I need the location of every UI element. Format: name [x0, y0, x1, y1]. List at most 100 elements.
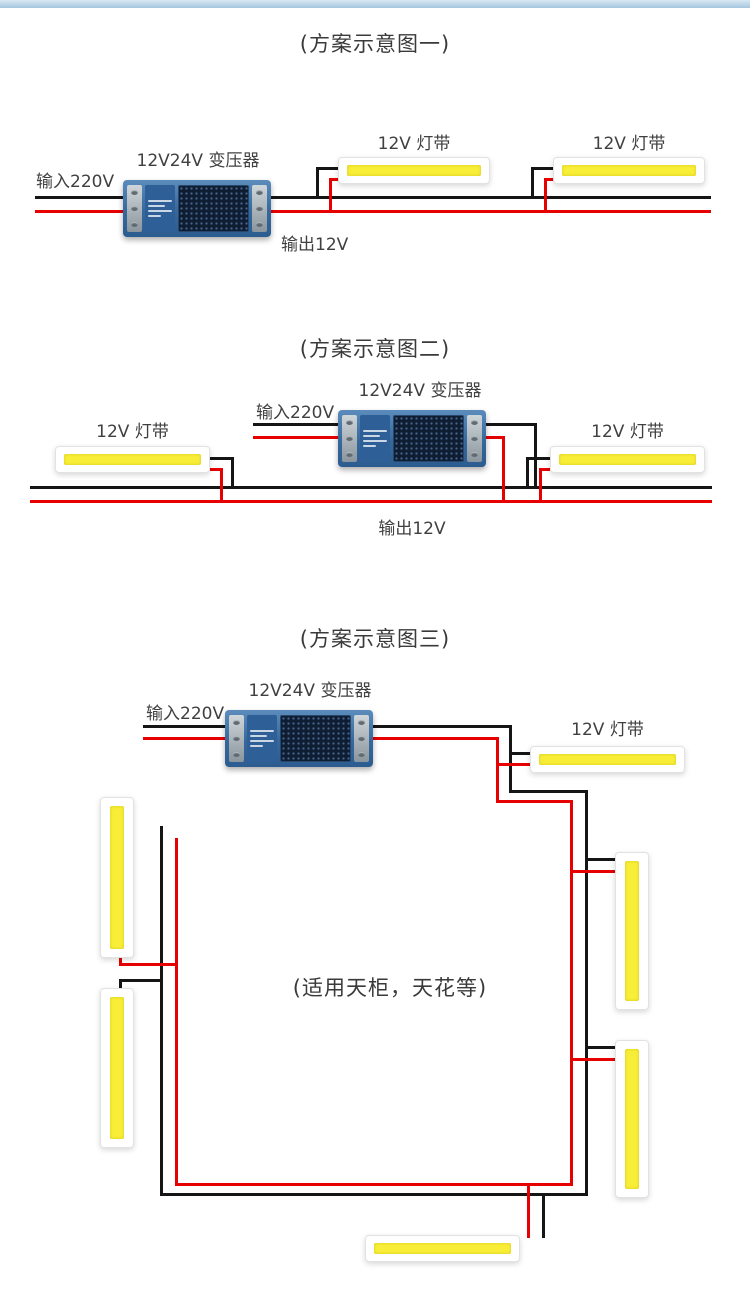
label-sticker-icon — [247, 715, 277, 762]
scheme1-strip1-label: 12V 灯带 — [377, 134, 451, 154]
vent-mesh-icon — [393, 415, 464, 462]
transformer — [123, 180, 271, 237]
wire-segment-black — [585, 1046, 618, 1049]
scheme3-input-label: 输入220V — [146, 704, 225, 724]
wire-segment-black — [531, 167, 534, 199]
wire-segment-black — [585, 858, 618, 861]
wire-segment-black — [231, 457, 234, 489]
wire-segment-red — [35, 210, 711, 213]
transformer — [338, 410, 486, 467]
wire-segment-black — [509, 790, 588, 793]
led-strip — [338, 157, 490, 184]
wire-segment-red — [544, 178, 547, 213]
wire-segment-red — [544, 178, 556, 181]
wire-segment-black — [531, 167, 555, 170]
scheme3-usage-note: (适用天柜，天花等) — [292, 976, 488, 1000]
wire-segment-red — [210, 468, 223, 471]
wire-segment-black — [210, 457, 234, 460]
scheme3-title: (方案示意图三) — [299, 627, 451, 651]
wire-segment-red — [373, 737, 499, 740]
led-strip-core — [562, 165, 696, 176]
led-strip-core — [625, 1049, 639, 1189]
label-sticker-icon — [360, 415, 390, 462]
scheme1-title: (方案示意图一) — [299, 32, 451, 56]
wire-segment-red — [253, 436, 340, 439]
wire-segment-red — [539, 468, 542, 503]
transformer — [225, 710, 373, 767]
led-strip-core — [539, 754, 676, 765]
wire-segment-red — [570, 870, 618, 873]
wire-segment-black — [30, 486, 712, 489]
led-strip — [100, 988, 134, 1148]
vent-mesh-icon — [178, 185, 249, 232]
wire-segment-red — [175, 1183, 573, 1186]
wire-segment-black — [509, 752, 532, 755]
scheme1-output-label: 输出12V — [281, 235, 349, 255]
terminal-block-icon — [342, 415, 357, 462]
wire-segment-black — [119, 979, 163, 982]
scheme2-transformer-label: 12V24V 变压器 — [358, 381, 482, 401]
wire-segment-black — [526, 457, 550, 460]
wire-segment-black — [160, 826, 163, 1196]
scheme2-strip-right-label: 12V 灯带 — [591, 422, 664, 442]
wire-segment-black — [253, 423, 340, 426]
wire-segment-black — [534, 423, 537, 489]
terminal-block-icon — [467, 415, 482, 462]
wire-segment-black — [486, 423, 537, 426]
wire-segment-red — [143, 737, 227, 740]
led-strip-core — [374, 1243, 511, 1254]
scheme2-title: (方案示意图二) — [299, 337, 451, 361]
wire-segment-black — [316, 167, 319, 199]
terminal-block-icon — [354, 715, 369, 762]
wire-segment-red — [486, 436, 505, 439]
wire-segment-red — [570, 800, 573, 1186]
wire-segment-red — [175, 838, 178, 1186]
wire-segment-red — [220, 468, 223, 503]
scheme1-input-label: 输入220V — [36, 172, 115, 192]
wire-segment-black — [542, 1193, 545, 1238]
led-strip-core — [625, 861, 639, 1001]
wire-segment-black — [119, 979, 122, 991]
wire-segment-red — [329, 178, 341, 181]
led-strip-core — [110, 997, 124, 1139]
led-strip — [530, 746, 685, 773]
terminal-block-icon — [252, 185, 267, 232]
scheme2-output-label: 输出12V — [378, 519, 446, 539]
wire-segment-red — [119, 952, 122, 966]
wire-segment-black — [316, 167, 340, 170]
wire-segment-red — [30, 500, 712, 503]
wire-segment-black — [35, 196, 711, 199]
scheme3-transformer-label: 12V24V 变压器 — [248, 681, 372, 701]
led-strip-core — [347, 165, 481, 176]
led-strip — [553, 157, 705, 184]
scheme2-strip-left-label: 12V 灯带 — [96, 422, 169, 442]
wire-segment-black — [585, 790, 588, 1196]
led-strip — [365, 1235, 520, 1262]
terminal-block-icon — [229, 715, 244, 762]
wire-segment-black — [143, 725, 227, 728]
next-section-edge — [0, 0, 750, 8]
wire-segment-red — [502, 436, 505, 503]
led-strip-core — [64, 454, 201, 465]
label-sticker-icon — [145, 185, 175, 232]
scheme2-input-label: 输入220V — [256, 403, 335, 423]
wire-segment-black — [526, 457, 529, 489]
led-strip-core — [110, 806, 124, 949]
scheme3-strip-label: 12V 灯带 — [571, 720, 644, 740]
wire-segment-red — [570, 1058, 618, 1061]
terminal-block-icon — [127, 185, 142, 232]
wire-segment-red — [329, 178, 332, 213]
wire-segment-red — [527, 1183, 530, 1238]
scheme1-transformer-label: 12V24V 变压器 — [136, 151, 260, 171]
wire-segment-red — [539, 468, 550, 471]
wire-segment-black — [509, 725, 512, 793]
wire-segment-red — [496, 763, 532, 766]
wire-segment-black — [160, 1193, 588, 1196]
led-strip-core — [559, 454, 696, 465]
wire-segment-black — [373, 725, 512, 728]
led-strip — [55, 446, 210, 473]
led-strip — [615, 852, 649, 1010]
led-strip — [100, 797, 134, 958]
led-strip — [550, 446, 705, 473]
